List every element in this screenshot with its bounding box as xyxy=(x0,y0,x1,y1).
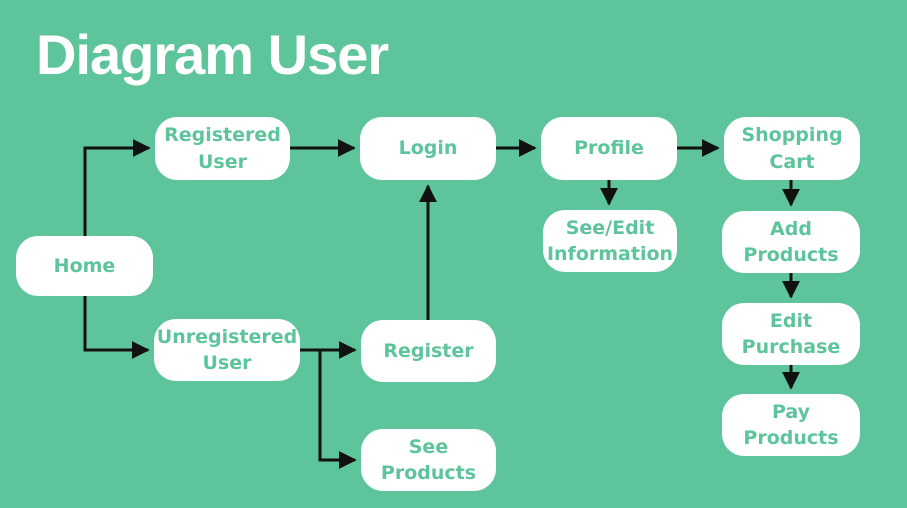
node-label-shopping-cart: Shopping Cart xyxy=(741,124,843,173)
connector-home-to-unregistered xyxy=(83,296,150,359)
node-label-add-products: Add Products xyxy=(743,217,839,266)
node-label-see-edit-info: See/Edit Information xyxy=(546,216,674,265)
node-label-edit-purchase: Edit Purchase xyxy=(741,309,841,358)
node-label-home: Home xyxy=(53,254,116,277)
node-registered[interactable]: Registered User xyxy=(155,117,290,180)
page-title: Diagram User xyxy=(36,23,389,86)
node-label-pay-products: Pay Products xyxy=(743,400,839,449)
connector-home-to-registered xyxy=(83,139,151,236)
node-login[interactable]: Login xyxy=(360,117,496,180)
node-label-register: Register xyxy=(383,339,474,362)
node-label-unregistered: Unregistered User xyxy=(156,325,298,374)
node-label-registered: Registered User xyxy=(164,124,281,173)
node-see-products[interactable]: See Products xyxy=(361,429,496,491)
node-see-edit-info[interactable]: See/Edit Information xyxy=(543,210,677,272)
node-pay-products[interactable]: Pay Products xyxy=(722,394,860,456)
node-label-profile: Profile xyxy=(574,137,644,160)
node-label-login: Login xyxy=(398,137,458,160)
connector-unregistered-to-see-products xyxy=(318,350,357,469)
node-register[interactable]: Register xyxy=(361,320,496,382)
node-edit-purchase[interactable]: Edit Purchase xyxy=(722,303,860,365)
node-profile[interactable]: Profile xyxy=(541,117,677,180)
node-unregistered[interactable]: Unregistered User xyxy=(154,319,300,381)
node-label-see-products: See Products xyxy=(380,435,477,484)
node-add-products[interactable]: Add Products xyxy=(722,211,860,273)
node-shopping-cart[interactable]: Shopping Cart xyxy=(724,117,860,180)
node-home[interactable]: Home xyxy=(16,236,153,296)
